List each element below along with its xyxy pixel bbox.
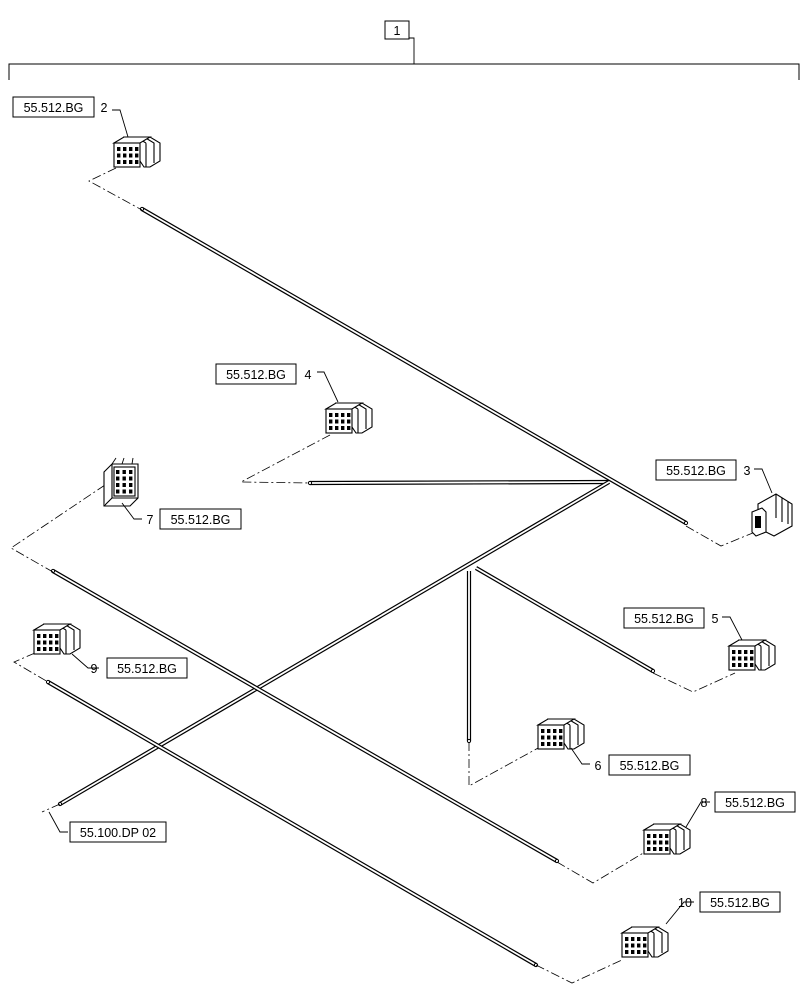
cable-end-cap: [307, 480, 313, 486]
connector-2: [112, 136, 161, 168]
reference-10-label[interactable]: 55.512.BG: [710, 896, 770, 910]
reference-2-label[interactable]: 55.512.BG: [24, 101, 84, 115]
callout-10: 10: [678, 896, 692, 910]
cable-long-diagonal: [58, 480, 611, 806]
cable-end-cap: [45, 679, 51, 685]
reference-5: 55.512.BG 5: [623, 607, 719, 629]
assembly-bracket: 1: [8, 20, 800, 80]
dash-line-8: [556, 851, 646, 884]
reference-3: 55.512.BG 3: [655, 459, 751, 481]
connector-7: [103, 457, 139, 507]
cable-branch-4: [309, 479, 610, 486]
reference-6: 55.512.BG 6: [595, 754, 691, 776]
dash-line-10: [535, 959, 623, 984]
cable-group: [45, 206, 689, 968]
dash-line-9: [13, 652, 49, 683]
callout-6: 6: [595, 759, 602, 773]
reference-3-label[interactable]: 55.512.BG: [666, 464, 726, 478]
reference-harness-label[interactable]: 55.100.DP 02: [80, 826, 156, 840]
callout-3: 3: [744, 464, 751, 478]
connector-8: [642, 823, 691, 855]
connector-6: [536, 718, 585, 750]
callout-9: 9: [91, 662, 98, 676]
callout-8: 8: [701, 796, 708, 810]
reference-4: 55.512.BG 4: [215, 363, 312, 385]
dash-line-harness: [41, 803, 61, 813]
cable-branch-8: [51, 569, 559, 863]
connector-4: [324, 402, 373, 434]
reference-9: 55.512.BG 9: [91, 657, 188, 679]
callout-5: 5: [712, 612, 719, 626]
reference-6-label[interactable]: 55.512.BG: [620, 759, 680, 773]
reference-7: 55.512.BG 7: [147, 508, 242, 530]
dash-line-6: [468, 742, 541, 787]
reference-9-label[interactable]: 55.512.BG: [117, 662, 177, 676]
callout-2: 2: [101, 101, 108, 115]
dash-line-4: [240, 434, 331, 484]
cable-branch-5: [474, 566, 655, 673]
leader-lines: [48, 109, 773, 925]
cable-end-cap: [554, 858, 560, 864]
cable-branch-10: [46, 680, 538, 967]
reference-harness: 55.100.DP 02: [69, 821, 167, 843]
reference-8: 55.512.BG 8: [701, 791, 796, 813]
connector-3: [751, 493, 793, 537]
dash-line-3: [685, 525, 761, 547]
dash-line-5: [652, 672, 736, 693]
reference-8-label[interactable]: 55.512.BG: [725, 796, 785, 810]
cable-end-cap: [683, 520, 689, 526]
reference-10: 55.512.BG 10: [678, 891, 781, 913]
reference-5-label[interactable]: 55.512.BG: [634, 612, 694, 626]
cable-main-trunk: [140, 207, 688, 525]
connector-group: [32, 136, 793, 958]
connector-10: [620, 926, 669, 958]
reference-2: 55.512.BG 2: [12, 96, 108, 118]
callout-7: 7: [147, 513, 154, 527]
connector-9: [32, 623, 81, 655]
dash-dot-lines: [10, 167, 761, 984]
callout-4: 4: [305, 368, 312, 382]
reference-7-label[interactable]: 55.512.BG: [171, 513, 231, 527]
dash-line-2: [88, 167, 143, 211]
dash-line-7: [10, 484, 106, 573]
connector-5: [727, 639, 776, 671]
assembly-item-number: 1: [394, 24, 401, 38]
cable-end-cap: [650, 668, 656, 674]
reference-4-label[interactable]: 55.512.BG: [226, 368, 286, 382]
